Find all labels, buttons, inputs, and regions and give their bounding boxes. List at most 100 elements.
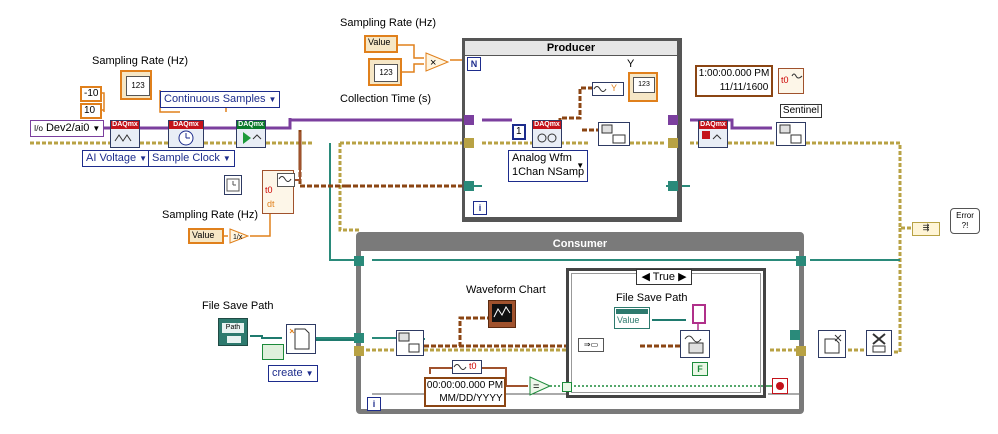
ring-label: create — [272, 367, 303, 379]
min-value-constant[interactable]: -10 — [80, 86, 103, 102]
file-save-path-control[interactable]: Path — [218, 318, 248, 346]
enqueue-sentinel-node[interactable] — [776, 122, 806, 146]
case-structure[interactable] — [566, 268, 766, 398]
analog-wfm-polymorphic-selector[interactable]: Analog Wfm 1Chan NSamp ▼ — [508, 150, 589, 182]
case-selector-terminal — [562, 382, 572, 392]
chevron-down-icon: ▼ — [305, 369, 314, 378]
timestamp-constant-2[interactable]: 00:00:00.000 PM MM/DD/YYYY — [424, 377, 506, 407]
sampling-rate-value-2[interactable]: Value — [364, 35, 398, 53]
waveform-icon — [277, 173, 295, 187]
y-indicator: 123 — [628, 72, 658, 102]
daqmx-header: DAQmx — [237, 121, 265, 129]
value-label: Value — [617, 315, 640, 325]
folder-icon — [227, 336, 241, 343]
ring-line-2: 1Chan NSamp — [512, 166, 585, 178]
producer-task-tunnel-in — [464, 115, 474, 125]
write-waveform-to-file-node[interactable] — [680, 330, 710, 358]
case-structure-inner — [571, 273, 761, 393]
build-waveform-sentinel-node[interactable]: t0 — [778, 68, 804, 94]
y-output-label: Y — [611, 83, 618, 93]
consumer-error-tunnel-out — [796, 346, 806, 356]
daqmx-header: DAQmx — [699, 121, 727, 129]
close-icon — [872, 333, 886, 353]
ai-voltage-ring[interactable]: AI Voltage▼ — [82, 150, 152, 167]
chevron-down-icon: ▼ — [92, 124, 101, 133]
numeric-icon: 123 — [126, 76, 150, 96]
stop-condition-terminal[interactable] — [772, 378, 788, 394]
dt-terminal: dt — [267, 199, 275, 209]
consumer-file-tunnel-out — [790, 330, 800, 340]
ring-label: Continuous Samples — [164, 93, 266, 105]
device-channel-constant[interactable]: I/o Dev2/ai0▼ — [30, 120, 105, 137]
dequeue-element-node[interactable] — [396, 330, 424, 356]
timestamp2-date: MM/DD/YYYY — [439, 393, 503, 404]
timestamp-constant[interactable]: 1:00:00.000 PM 11/11/1600 — [695, 65, 773, 97]
sample-clock-ring[interactable]: Sample Clock▼ — [148, 150, 235, 167]
case-left-arrow-icon[interactable]: ◀ — [641, 271, 650, 283]
chart-icon — [492, 304, 512, 322]
stop-icon — [776, 382, 784, 390]
glasses-icon — [537, 133, 557, 143]
merge-errors-node[interactable]: ⇶ — [912, 222, 940, 236]
consumer-while-loop[interactable]: Consumer i — [356, 232, 804, 414]
equals-symbol: = — [533, 381, 539, 393]
simple-error-handler-node[interactable]: Error ?! — [950, 208, 980, 234]
continuous-samples-ring[interactable]: Continuous Samples▼ — [160, 91, 281, 108]
bundle-node[interactable]: ⇒▭ — [578, 338, 604, 352]
producer-title-bar: Producer — [465, 41, 677, 56]
case-label: True — [652, 271, 675, 283]
daqmx-start-node[interactable]: DAQmx — [236, 120, 266, 148]
file-save-path-indicator: Value — [614, 307, 650, 329]
case-right-arrow-icon[interactable]: ▶ — [678, 271, 687, 283]
queue-icon — [398, 332, 420, 353]
open-create-file-node[interactable] — [286, 324, 316, 354]
queue-icon — [601, 124, 626, 144]
reciprocal-node[interactable]: 1/x — [228, 228, 250, 244]
close-file-node[interactable] — [866, 330, 892, 356]
collection-time-control[interactable]: 123 — [368, 58, 402, 86]
sampling-rate-value-3[interactable]: Value — [188, 228, 224, 244]
producer-while-loop[interactable]: Producer N i — [462, 38, 682, 222]
waveform-chart-indicator — [488, 300, 516, 328]
sampling-rate-label-3: Sampling Rate (Hz) — [162, 209, 258, 221]
producer-error-tunnel-in — [464, 138, 474, 148]
max-value-constant[interactable]: 10 — [80, 103, 102, 119]
clock-icon — [178, 130, 194, 146]
daqmx-header: DAQmx — [533, 121, 561, 129]
svg-text:1/x: 1/x — [233, 234, 243, 241]
false-constant[interactable]: F — [692, 362, 708, 376]
create-operation-ring[interactable]: create▼ — [268, 365, 318, 382]
equal-node[interactable]: = — [528, 376, 552, 396]
multiply-symbol: × — [430, 57, 436, 69]
daqmx-create-channel-node[interactable]: DAQmx — [110, 120, 140, 148]
path-icon: Path — [222, 323, 244, 333]
iteration-terminal: i — [473, 201, 487, 215]
error-label: Error — [956, 211, 974, 220]
timestamp2-time: 00:00:00.000 PM — [426, 380, 504, 391]
file-save-path-label-2: File Save Path — [616, 292, 688, 304]
timestamp-date: 11/11/1600 — [719, 82, 769, 93]
get-waveform-t0-node[interactable]: t0 — [452, 360, 482, 374]
consumer-path-tunnel-in — [354, 333, 364, 343]
release-queue-node[interactable] — [818, 330, 846, 358]
case-selector[interactable]: ◀ True ▶ — [636, 269, 692, 285]
daqmx-read-node[interactable]: DAQmx — [532, 120, 562, 148]
producer-error-tunnel-out — [668, 138, 678, 148]
consumer-queue-tunnel-out — [796, 256, 806, 266]
multiply-node[interactable]: × — [424, 52, 450, 72]
ring-label: AI Voltage — [86, 152, 137, 164]
t0-output-label: t0 — [469, 361, 477, 371]
device-name: Dev2/ai0 — [45, 122, 90, 134]
ring-line-1: Analog Wfm — [512, 152, 572, 164]
sampling-rate-label-1: Sampling Rate (Hz) — [92, 55, 188, 67]
enqueue-element-node[interactable] — [598, 122, 630, 146]
daqmx-timing-node[interactable]: DAQmx — [168, 120, 204, 148]
value-label: Value — [192, 230, 215, 240]
get-timestamp-node[interactable] — [224, 175, 242, 195]
build-waveform-node[interactable]: t0 dt — [262, 170, 295, 214]
get-waveform-y-node[interactable]: Y — [592, 82, 624, 96]
daqmx-stop-node[interactable]: DAQmx — [698, 120, 728, 148]
timestamp-time: 1:00:00.000 PM — [698, 68, 770, 79]
sampling-rate-control-1[interactable]: 123 — [120, 70, 152, 100]
index-constant[interactable]: 1 — [512, 124, 526, 140]
